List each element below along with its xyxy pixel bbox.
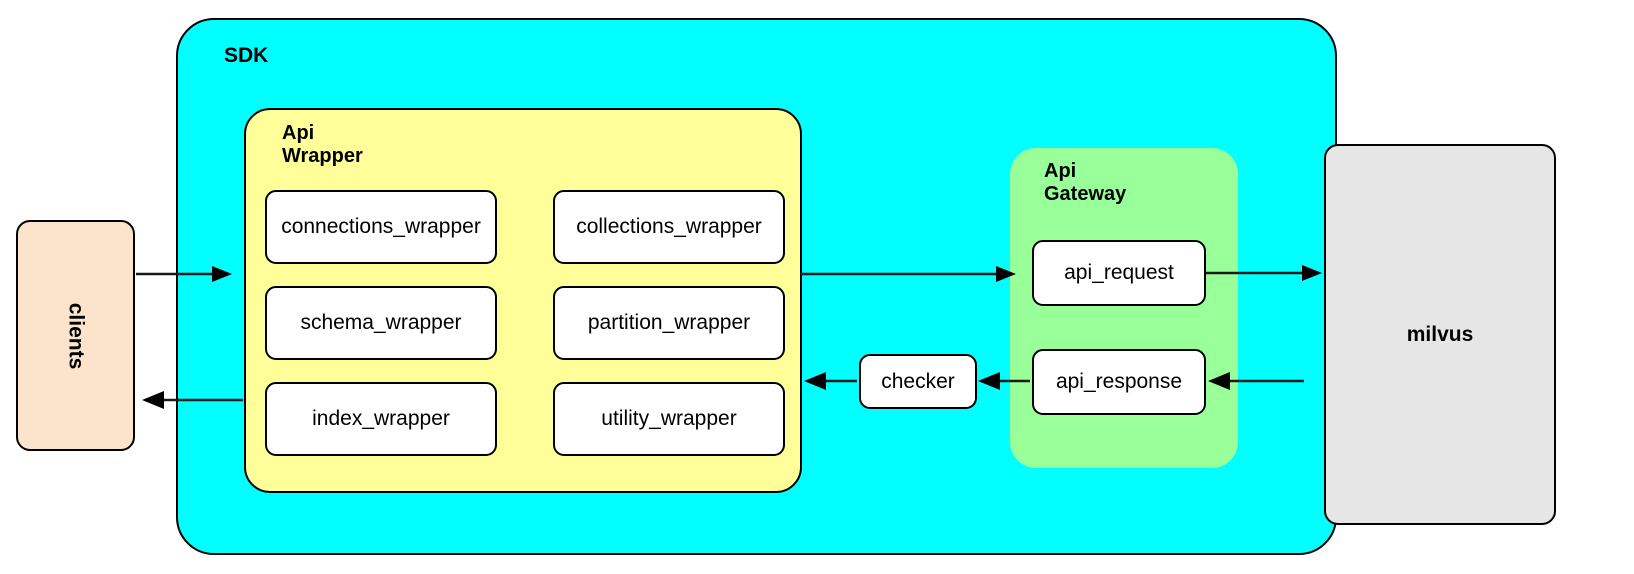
api-wrapper-label: Api Wrapper <box>282 122 412 168</box>
api-gateway-container[interactable]: Api Gateway <box>1010 148 1238 468</box>
terminal-milvus[interactable]: milvus <box>1324 144 1556 525</box>
milvus-label: milvus <box>1406 322 1474 346</box>
node-label: collections_wrapper <box>576 215 762 238</box>
node-label: schema_wrapper <box>300 311 462 334</box>
node-label: utility_wrapper <box>601 407 737 430</box>
node-collections-wrapper[interactable]: collections_wrapper <box>553 190 785 264</box>
node-utility-wrapper[interactable]: utility_wrapper <box>553 382 785 456</box>
node-label: partition_wrapper <box>587 311 751 334</box>
node-connections-wrapper[interactable]: connections_wrapper <box>265 190 497 264</box>
api-gateway-label-line1: Api <box>1044 160 1077 182</box>
node-label: api_request <box>1064 261 1174 284</box>
api-gateway-label-line2: Gateway <box>1044 182 1127 205</box>
node-checker[interactable]: checker <box>859 354 977 409</box>
terminal-clients[interactable]: clients <box>16 220 135 451</box>
node-index-wrapper[interactable]: index_wrapper <box>265 382 497 456</box>
sdk-label: SDK <box>224 44 269 67</box>
node-label: api_response <box>1055 370 1183 393</box>
node-partition-wrapper[interactable]: partition_wrapper <box>553 286 785 360</box>
node-label: connections_wrapper <box>281 215 481 238</box>
node-api-request[interactable]: api_request <box>1032 240 1206 306</box>
api-wrapper-label-line1: Api <box>282 122 315 144</box>
api-wrapper-label-line2: Wrapper <box>282 144 363 167</box>
api-gateway-label: Api Gateway <box>1044 160 1174 206</box>
node-schema-wrapper[interactable]: schema_wrapper <box>265 286 497 360</box>
node-api-response[interactable]: api_response <box>1032 349 1206 415</box>
node-label: checker <box>881 369 955 393</box>
clients-label: clients <box>64 302 88 369</box>
node-label: index_wrapper <box>312 407 450 430</box>
